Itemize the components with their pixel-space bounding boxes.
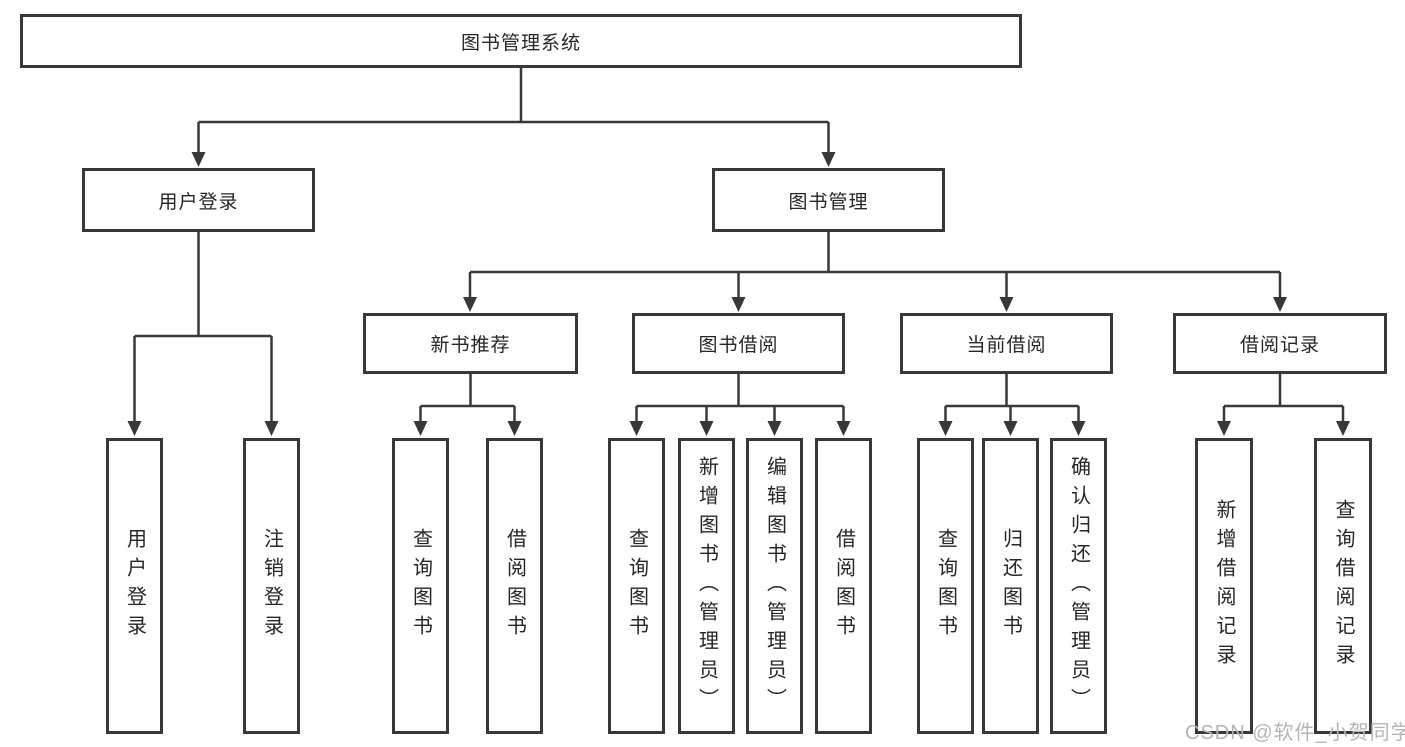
node-current-borrow: 当前借阅: [900, 313, 1113, 374]
leaf-borrow-books: 借阅图书: [815, 438, 872, 734]
node-new-book-recommend: 新书推荐: [363, 313, 578, 374]
leaf-return-books: 归还图书: [982, 438, 1039, 734]
leaf-logout-login-label: 注销登录: [260, 528, 283, 644]
leaf-borrow-books-recommend-label: 借阅图书: [503, 528, 526, 644]
leaf-edit-book-admin: 编辑图书（管理员）: [746, 438, 803, 734]
node-borrow-records: 借阅记录: [1173, 313, 1387, 374]
leaf-add-book-admin-label: 新增图书（管理员）: [695, 455, 718, 717]
leaf-confirm-return-admin: 确认归还（管理员）: [1050, 438, 1107, 734]
leaf-query-books-recommend: 查询图书: [392, 438, 449, 734]
node-root: 图书管理系统: [20, 14, 1022, 68]
leaf-query-borrow-record-label: 查询借阅记录: [1332, 499, 1354, 673]
leaf-query-books-current: 查询图书: [917, 438, 974, 734]
leaf-user-login-label: 用户登录: [123, 528, 146, 644]
leaf-borrow-books-label: 借阅图书: [832, 528, 855, 644]
leaf-user-login: 用户登录: [106, 438, 163, 734]
node-root-label: 图书管理系统: [460, 32, 581, 54]
node-book-borrow: 图书借阅: [632, 313, 845, 374]
leaf-query-books-borrow-label: 查询图书: [625, 528, 648, 644]
node-book-management: 图书管理: [712, 168, 945, 232]
node-borrow-records-label: 借阅记录: [1239, 335, 1320, 356]
node-current-borrow-label: 当前借阅: [966, 335, 1047, 356]
node-user-login-label: 用户登录: [158, 191, 239, 213]
leaf-borrow-books-recommend: 借阅图书: [486, 438, 543, 734]
node-book-borrow-label: 图书借阅: [698, 335, 779, 356]
node-new-book-recommend-label: 新书推荐: [430, 335, 511, 356]
leaf-confirm-return-admin-label: 确认归还（管理员）: [1067, 455, 1090, 717]
leaf-query-borrow-record: 查询借阅记录: [1314, 438, 1372, 734]
leaf-return-books-label: 归还图书: [999, 528, 1022, 644]
leaf-edit-book-admin-label: 编辑图书（管理员）: [763, 455, 786, 717]
watermark-text: CSDN @软件_小贺同学: [1185, 722, 1405, 744]
leaf-logout-login: 注销登录: [243, 438, 300, 734]
leaf-query-books-recommend-label: 查询图书: [409, 528, 432, 644]
leaf-query-books-borrow: 查询图书: [608, 438, 665, 734]
leaf-add-borrow-record-label: 新增借阅记录: [1213, 499, 1235, 673]
leaf-add-book-admin: 新增图书（管理员）: [678, 438, 735, 734]
leaf-add-borrow-record: 新增借阅记录: [1195, 438, 1253, 734]
node-user-login: 用户登录: [82, 168, 315, 232]
node-book-management-label: 图书管理: [788, 191, 869, 213]
leaf-query-books-current-label: 查询图书: [934, 528, 957, 644]
